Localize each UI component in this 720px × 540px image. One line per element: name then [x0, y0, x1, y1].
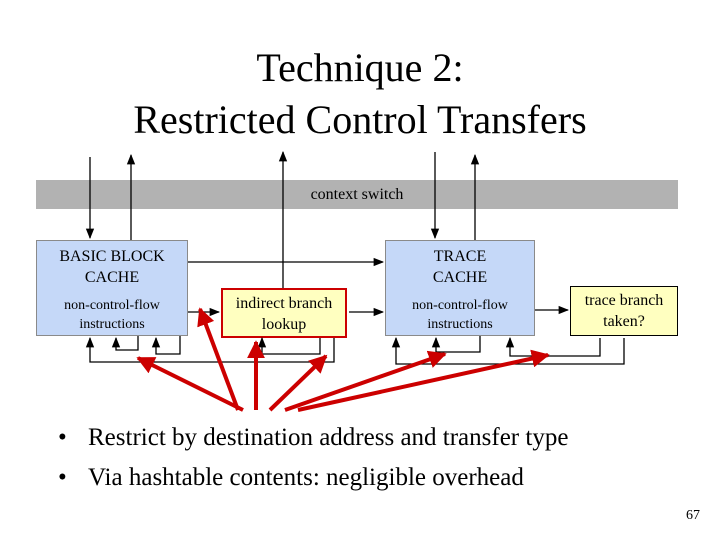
- trace-branch-taken-box: trace branch taken?: [570, 286, 678, 336]
- slide-title-line-1: Technique 2:: [256, 45, 464, 90]
- trace-cache-sub-line-1: non-control-flow: [412, 298, 508, 313]
- trace-branch-taken-line-1: trace branch: [584, 292, 664, 309]
- bullet-text: Via hashtable contents: negligible overh…: [88, 464, 524, 491]
- red-arrow-4: [268, 354, 328, 412]
- red-arrow-2: [136, 356, 244, 412]
- basic-block-cache-box: BASIC BLOCK CACHE non-control-flow instr…: [36, 240, 188, 336]
- slide-title: Technique 2: Restricted Control Transfer…: [0, 42, 720, 146]
- red-arrow-5: [284, 350, 447, 412]
- basic-block-cache-sub-line-2: instructions: [79, 317, 145, 332]
- slide-title-line-2: Restricted Control Transfers: [133, 97, 587, 142]
- loop-lookup-to-lookup: [257, 336, 321, 355]
- trace-cache-title-line-1: TRACE: [433, 248, 487, 265]
- trace-cache-box: TRACE CACHE non-control-flow instruction…: [385, 240, 535, 336]
- red-arrow-1: [197, 307, 240, 411]
- bullet-list: • Restrict by destination address and tra…: [58, 418, 568, 498]
- bullet-item: • Restrict by destination address and tra…: [58, 418, 568, 458]
- basic-block-cache-title-line-1: BASIC BLOCK: [59, 248, 165, 265]
- indirect-branch-lookup-line-1: indirect branch: [235, 295, 333, 312]
- indirect-branch-lookup-line-2: lookup: [261, 316, 307, 333]
- loop-trace-to-trace: [431, 336, 481, 353]
- basic-block-cache-title-line-2: CACHE: [84, 269, 140, 286]
- red-arrow-6: [297, 349, 550, 412]
- page-number: 67: [686, 508, 700, 523]
- loop-basic-block-internal: [111, 336, 139, 351]
- indirect-branch-lookup-box: indirect branch lookup: [221, 288, 347, 338]
- bullet-marker: •: [58, 464, 67, 491]
- bullet-item: • Via hashtable contents: negligible over…: [58, 458, 568, 498]
- loop-decision-to-lookup: [505, 336, 601, 357]
- trace-branch-taken-line-2: taken?: [603, 313, 645, 330]
- basic-block-cache-sub-line-1: non-control-flow: [64, 298, 160, 313]
- context-switch-bar: context switch: [36, 180, 678, 209]
- context-switch-label: context switch: [310, 186, 404, 203]
- loop-lookup-to-basic-block: [85, 336, 335, 363]
- bullet-text: Restrict by destination address and tran…: [88, 424, 569, 451]
- trace-cache-sub-line-2: instructions: [427, 317, 493, 332]
- bullet-marker: •: [58, 424, 67, 451]
- loop-basic-block-to-basic-block: [151, 336, 181, 355]
- trace-cache-title-line-2: CACHE: [432, 269, 488, 286]
